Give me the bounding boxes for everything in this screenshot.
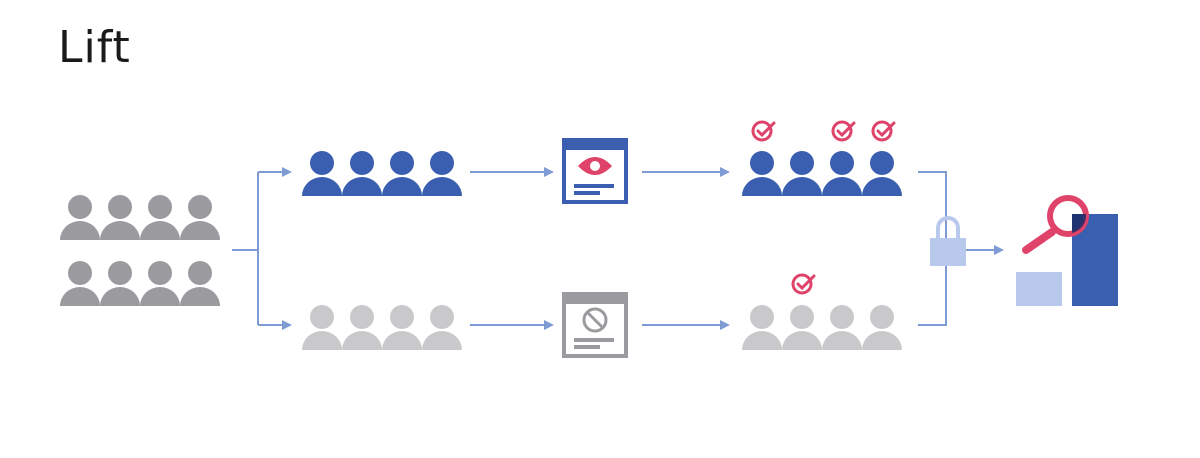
person-icon [862, 305, 902, 350]
person-icon [422, 305, 462, 350]
person-icon [342, 305, 382, 350]
person-icon [342, 151, 382, 196]
source-audience-group [60, 195, 220, 306]
control-audience-group [302, 273, 902, 350]
split-connector [232, 172, 259, 325]
person-icon [302, 305, 342, 350]
person-icon [782, 305, 822, 350]
ad-eye-icon [562, 138, 628, 204]
person-icon [862, 151, 902, 196]
person-icon [140, 261, 180, 306]
person-icon [382, 151, 422, 196]
person-icon [140, 195, 180, 240]
person-icon [302, 151, 342, 196]
person-icon [382, 305, 422, 350]
flow-lines [232, 167, 1004, 330]
page-title: Lift [58, 22, 131, 73]
bar-control [1016, 272, 1062, 306]
person-icon [822, 305, 862, 350]
conversion-check-icon [871, 120, 896, 142]
lock-icon [930, 216, 966, 266]
ad-blocked-icon [562, 292, 628, 358]
test-audience-group [302, 120, 902, 196]
magnifier-icon [1022, 195, 1089, 254]
person-icon [782, 151, 822, 196]
person-icon [60, 261, 100, 306]
person-icon [100, 261, 140, 306]
conversion-check-icon [751, 120, 776, 142]
person-icon [822, 151, 862, 196]
person-icon [180, 261, 220, 306]
bar-chart-icon [1016, 214, 1118, 306]
person-icon [100, 195, 140, 240]
person-icon [180, 195, 220, 240]
person-icon [742, 305, 782, 350]
person-icon [422, 151, 462, 196]
person-icon [60, 195, 100, 240]
conversion-check-icon [831, 120, 856, 142]
person-icon [742, 151, 782, 196]
conversion-check-icon [791, 273, 816, 295]
